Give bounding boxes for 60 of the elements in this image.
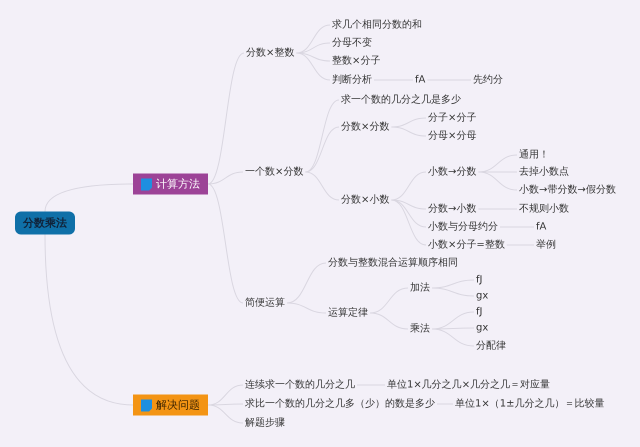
- subtopic-text: fA: [413, 72, 428, 88]
- subtopic-text: 分数与整数混合运算顺序相同: [326, 256, 460, 270]
- main-topic-box: [133, 394, 208, 416]
- subtopic-text: 小数与分母约分: [426, 220, 500, 234]
- branch-line: [208, 184, 244, 304]
- branch-line: [304, 126, 340, 172]
- subtopic-text: 求比一个数的几分之几多（少）的数是多少: [243, 396, 437, 412]
- central-topic-box: [15, 212, 75, 234]
- branch-line: [44, 184, 134, 212]
- subtopic-text: 分数×小数: [339, 192, 392, 208]
- subtopic-text: gx: [474, 320, 490, 336]
- branch-line: [208, 172, 244, 184]
- subtopic-text: 不规则小数: [517, 202, 571, 216]
- subtopic-text: 一个数×分数: [243, 164, 306, 180]
- subtopic-text: 去掉小数点: [517, 164, 571, 180]
- subtopic-text: 分配律: [474, 338, 508, 354]
- branch-line: [390, 200, 426, 246]
- subtopic-text: 分数×整数: [244, 46, 296, 60]
- subtopic-text: 小数→带分数→假分数: [517, 182, 618, 198]
- subtopic-text: 求几个相同分数的和: [330, 18, 424, 32]
- subtopic-text: gx: [474, 288, 490, 304]
- subtopic-text: 简便运算: [243, 296, 287, 310]
- topic-label: 解决问题: [156, 398, 200, 412]
- subtopic-text: 判断分析: [330, 72, 374, 88]
- subtopic-text: fA: [534, 220, 548, 234]
- subtopic-text: 先约分: [471, 72, 505, 88]
- subtopic-text: 小数→分数: [426, 164, 478, 180]
- subtopic-text: 求一个数的几分之几是多少: [339, 92, 463, 108]
- subtopic-text: 加法: [408, 280, 432, 296]
- subtopic-text: 整数×分子: [330, 54, 382, 68]
- branch-line: [208, 52, 244, 184]
- branch-line: [390, 126, 426, 136]
- topic-label: 分数乘法: [23, 216, 67, 230]
- branch-line: [208, 404, 244, 424]
- subtopic-text: 连续求一个数的几分之几: [243, 378, 357, 392]
- branch-line: [44, 234, 134, 406]
- subtopic-text: 分数×分数: [339, 120, 392, 134]
- branch-line: [304, 172, 340, 200]
- subtopic-text: 通用！: [517, 148, 551, 162]
- subtopic-text: fJ: [474, 304, 484, 320]
- subtopic-text: 单位1×几分之几×几分之几＝对应量: [385, 378, 552, 392]
- branch-line: [286, 302, 326, 314]
- subtopic-text: 分子×分子: [426, 110, 478, 126]
- subtopic-text: 解题步骤: [243, 416, 287, 430]
- subtopic-text: 小数×分子=整数: [426, 238, 507, 252]
- subtopic-text: 分母×分母: [426, 128, 478, 144]
- branch-line: [370, 312, 408, 330]
- main-topic-box: [133, 174, 208, 194]
- subtopic-text: 分数→小数: [426, 202, 478, 216]
- subtopic-text: fJ: [474, 272, 484, 288]
- subtopic-text: 单位1×（1±几分之几）＝比较量: [453, 396, 606, 412]
- subtopic-text: 举例: [534, 238, 558, 252]
- subtopic-text: 分母不变: [330, 36, 374, 50]
- subtopic-text: 运算定律: [326, 306, 370, 320]
- branch-line: [432, 328, 474, 346]
- branch-line: [432, 288, 474, 296]
- topic-label: 计算方法: [156, 178, 200, 190]
- subtopic-text: 乘法: [408, 322, 432, 336]
- branch-line: [286, 262, 326, 304]
- branch-line: [296, 52, 330, 80]
